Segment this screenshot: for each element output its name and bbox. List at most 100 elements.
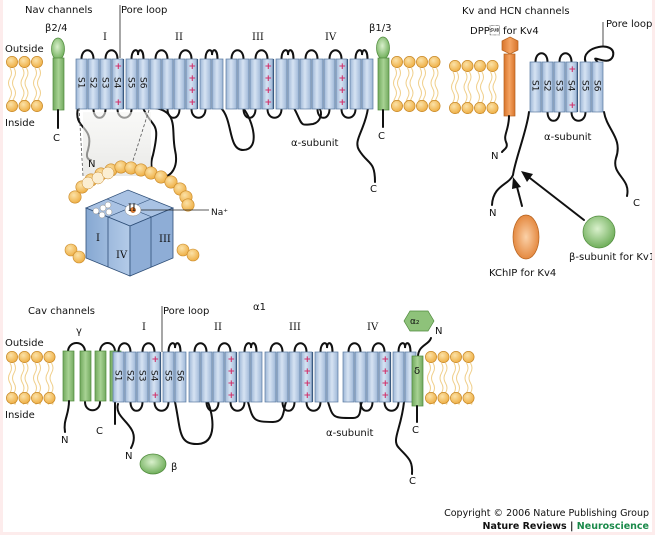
helix-segment	[124, 351, 137, 403]
nav-c-term-beta-right: C	[378, 131, 385, 142]
intracellular-loop	[166, 108, 181, 119]
helix-segment	[579, 61, 592, 113]
intracellular-loop	[229, 401, 246, 412]
helix-segment	[199, 58, 212, 110]
charge-plus: +	[152, 391, 160, 401]
nav-linker-III-IV	[293, 107, 322, 126]
beta-arrow-shaft	[525, 174, 585, 221]
cav-membrane-right	[425, 351, 475, 405]
cav-alpha2-label: α₂	[410, 317, 420, 327]
dpp-subunit-head	[501, 36, 519, 55]
nav-linker-II-III	[220, 107, 255, 152]
intracellular-loop	[546, 111, 561, 122]
pore-loop	[319, 342, 334, 353]
kv-kchip-label: KChIP for Kv4	[489, 268, 556, 279]
nav-c-term-beta-left: C	[53, 133, 60, 144]
kchip-subunit	[512, 214, 540, 260]
kv-c-term: C	[633, 198, 640, 209]
nav-domain-II: ++++	[149, 49, 224, 119]
extracellular-loop	[193, 342, 208, 353]
intracellular-loop	[305, 401, 322, 412]
helix-segment	[161, 58, 174, 110]
alpha2-subunit	[403, 310, 435, 332]
lipid-head	[91, 171, 105, 185]
kv-panel: Kv and HCN channels DPP for Kv4 Pore lo…	[462, 6, 652, 279]
magnification-cone	[83, 112, 151, 176]
extracellular-loop	[104, 49, 119, 60]
kv-beta-subunit	[582, 215, 616, 249]
journal-section: Neuroscience	[577, 521, 649, 532]
lipid-head	[450, 392, 462, 404]
nav-domain-label: IV	[325, 32, 337, 43]
intracellular-loop	[129, 401, 144, 412]
lipid-tail	[49, 362, 54, 405]
lipid-tail	[12, 362, 16, 405]
cav-beta-subunit	[139, 453, 167, 475]
segment-label: S2	[88, 77, 98, 88]
journal-credit: Nature Reviews | Neuroscience	[483, 521, 649, 532]
helix-segment	[311, 58, 324, 110]
helix-segment	[250, 351, 263, 403]
extracellular-loop	[347, 342, 362, 353]
helix-segment	[173, 58, 186, 110]
kv-n-term-upper: N	[491, 151, 498, 162]
journal-name: Nature Reviews	[483, 521, 568, 532]
lipid-vacancy	[104, 201, 112, 209]
pore-loop	[204, 49, 219, 60]
lipid-head	[31, 100, 43, 112]
cube-domain-label: IV	[116, 250, 128, 261]
lipid-tail	[37, 362, 41, 405]
intracellular-loop	[242, 108, 257, 119]
charge-plus: +	[382, 379, 390, 389]
kv-n-terminal	[491, 111, 530, 206]
charge-plus: +	[265, 86, 273, 96]
lipid-head	[43, 392, 56, 404]
nav-c-terminal	[356, 107, 376, 183]
lipid-head	[101, 166, 115, 180]
delta-helix	[411, 355, 424, 407]
kv-alpha-subunit-label: α-subunit	[544, 132, 592, 143]
kv-beta-subunit-label: β-subunit for Kv1	[569, 252, 652, 263]
charge-plus: +	[339, 62, 347, 72]
lipid-head	[64, 243, 78, 257]
nav-alpha-subunit-label: α-subunit	[291, 138, 339, 149]
pore-loop	[354, 49, 369, 60]
charge-plus: +	[569, 65, 577, 75]
charge-plus: +	[228, 379, 236, 389]
pore-loop	[280, 49, 295, 60]
sodium-ion	[130, 207, 136, 213]
helix-segment	[392, 351, 405, 403]
helix-segment	[212, 351, 225, 403]
segment-label: S6	[592, 80, 602, 92]
extracellular-loop	[230, 49, 245, 60]
helix-segment	[349, 58, 362, 110]
lipid-head	[428, 100, 441, 112]
beta-2-4-subunit-head	[51, 37, 65, 61]
lipid-head	[486, 102, 499, 114]
kv-membrane	[449, 60, 499, 114]
nav-domain-IV: ++++	[299, 49, 374, 119]
helix-segment	[591, 61, 604, 113]
segment-label: S1	[530, 80, 540, 91]
cav-n-terminal	[116, 403, 135, 449]
lipid-tail	[24, 362, 29, 405]
extracellular-loop	[269, 342, 284, 353]
pore-loop	[397, 342, 412, 353]
segment-label: S4	[112, 77, 122, 89]
beta-2-4-subunit-helix	[52, 57, 65, 111]
nav-pore-loop-label: Pore loop	[121, 5, 167, 16]
lipid-head	[474, 60, 486, 72]
lipid-head	[18, 392, 31, 404]
nav-outside-label: Outside	[5, 44, 44, 55]
helix-segment	[314, 351, 327, 403]
cav-alpha-c-term: C	[409, 476, 416, 487]
charge-plus: +	[339, 74, 347, 84]
delta-n-terminal	[417, 337, 432, 358]
beta-arrow-head	[521, 171, 533, 182]
lipid-head	[462, 392, 475, 404]
helix-segment	[276, 351, 289, 403]
helix-segment	[174, 351, 187, 403]
lipid-vacancy	[105, 208, 113, 216]
